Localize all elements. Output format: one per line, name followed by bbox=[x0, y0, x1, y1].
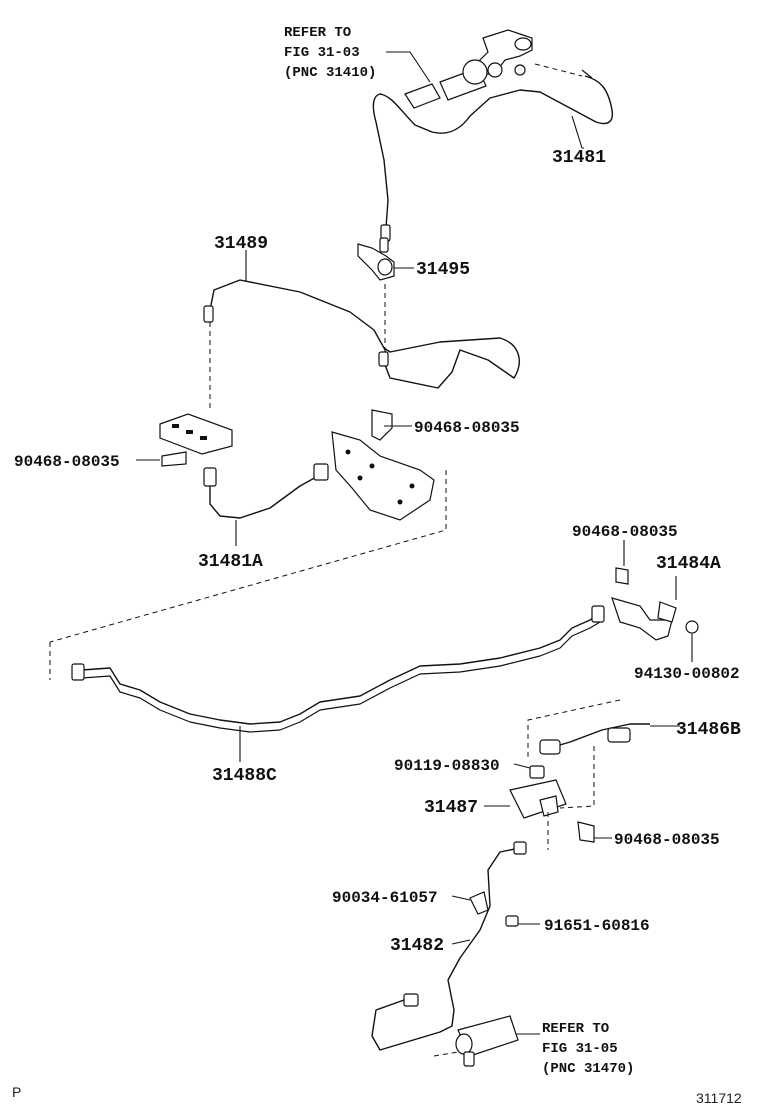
pipe-31482 bbox=[371, 847, 521, 1051]
bracket-31484A bbox=[611, 567, 699, 641]
center-bracket bbox=[331, 431, 435, 521]
ref-bottom-line3: (PNC 31470) bbox=[542, 1061, 634, 1077]
hose-31481A bbox=[209, 475, 319, 519]
clip-plate-left bbox=[159, 413, 233, 467]
label-90468-a[interactable]: 90468-08035 bbox=[414, 419, 520, 437]
label-90468-c[interactable]: 90468-08035 bbox=[572, 523, 678, 541]
figure-number: 311712 bbox=[696, 1090, 742, 1106]
label-31481A[interactable]: 31481A bbox=[198, 552, 263, 572]
clip-90034 bbox=[469, 891, 489, 915]
pipe-31489 bbox=[209, 279, 520, 389]
pipe-31481 bbox=[372, 75, 614, 229]
ref-top-line3: (PNC 31410) bbox=[284, 65, 376, 81]
label-94130[interactable]: 94130-00802 bbox=[634, 665, 740, 683]
master-cylinder-fitting bbox=[404, 29, 533, 109]
leader-lines bbox=[136, 51, 693, 1035]
release-cylinder bbox=[455, 1015, 519, 1067]
label-31484A[interactable]: 31484A bbox=[656, 554, 721, 574]
label-31481[interactable]: 31481 bbox=[552, 148, 606, 168]
ref-bottom-line1: REFER TO bbox=[542, 1021, 609, 1037]
ref-top-line2: FIG 31-03 bbox=[284, 45, 360, 61]
bracket-31487 bbox=[509, 779, 567, 819]
label-90119[interactable]: 90119-08830 bbox=[394, 757, 500, 775]
label-90034[interactable]: 90034-61057 bbox=[332, 889, 438, 907]
label-31486B[interactable]: 31486B bbox=[676, 720, 741, 740]
clip-90468-upper bbox=[371, 409, 393, 441]
footer-left-mark: P bbox=[12, 1084, 22, 1100]
label-31489[interactable]: 31489 bbox=[214, 234, 268, 254]
label-31482[interactable]: 31482 bbox=[390, 936, 444, 956]
ref-bottom-line2: FIG 31-05 bbox=[542, 1041, 618, 1057]
hose-31486B bbox=[549, 723, 650, 749]
label-31487[interactable]: 31487 bbox=[424, 798, 478, 818]
dash-line-mid bbox=[49, 470, 447, 643]
label-90468-b[interactable]: 90468-08035 bbox=[14, 453, 120, 471]
bracket-31495 bbox=[357, 237, 395, 281]
bolt-91651 bbox=[505, 915, 519, 927]
bolt-90119 bbox=[529, 765, 545, 779]
label-91651[interactable]: 91651-60816 bbox=[544, 917, 650, 935]
label-31488C[interactable]: 31488C bbox=[212, 766, 277, 786]
ref-top-line1: REFER TO bbox=[284, 25, 351, 41]
label-90468-d[interactable]: 90468-08035 bbox=[614, 831, 720, 849]
label-31495[interactable]: 31495 bbox=[416, 260, 470, 280]
clip-90468-lower bbox=[577, 821, 595, 843]
dash-line-top bbox=[534, 63, 583, 77]
pipe-31488C bbox=[81, 613, 601, 725]
